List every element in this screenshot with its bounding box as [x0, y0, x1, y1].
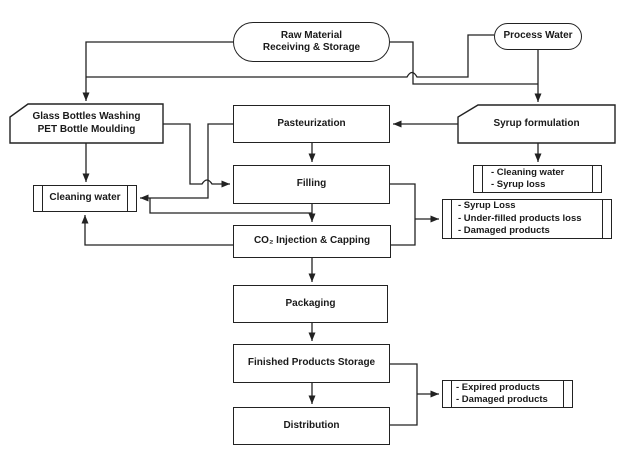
connector-pasteurization-to-cleaning-water: [140, 123, 233, 202]
node-filling-label: Filling: [296, 178, 327, 190]
connector-storage-distribution-right-rail: [390, 363, 418, 426]
node-process-water: Process Water: [494, 23, 582, 50]
node-filling-losses-label: - Syrup Loss - Under-filled products los…: [458, 200, 582, 237]
node-glass-bottles-label: Glass Bottles Washing PET Bottle Mouldin…: [32, 111, 141, 135]
connector-raw-material-to-syrup-junction: [390, 41, 538, 85]
node-pasteurization-label: Pasteurization: [277, 117, 346, 129]
double-bar-right: [592, 166, 593, 192]
node-storage-losses-label: - Expired products - Damaged products: [456, 381, 548, 405]
connector-co2-to-cleaning-water: [81, 215, 233, 246]
double-bar-left: [451, 381, 452, 407]
double-bar-right: [127, 186, 128, 211]
node-distribution-label: Distribution: [283, 419, 340, 431]
node-process-water-label: Process Water: [503, 30, 573, 42]
connector-raw-material-to-glass-bottles: [82, 41, 233, 101]
node-co2-injection-label: CO₂ Injection & Capping: [253, 235, 371, 247]
node-storage-losses: - Expired products - Damaged products: [442, 380, 573, 408]
node-filling-losses: - Syrup Loss - Under-filled products los…: [442, 199, 612, 239]
node-distribution: Distribution: [233, 407, 390, 445]
node-pasteurization: Pasteurization: [233, 105, 390, 143]
syrup-formulation-shape: [457, 104, 616, 144]
connector-glass-bottles-to-filling: [163, 123, 230, 188]
node-cleaning-water-label: Cleaning water: [49, 192, 121, 204]
connector-filling-branch-to-cleaning-water: [149, 198, 312, 214]
double-bar-left: [482, 166, 483, 192]
node-packaging: Packaging: [233, 285, 388, 323]
node-co2-injection: CO₂ Injection & Capping: [233, 225, 391, 258]
double-bar-left: [451, 200, 452, 238]
glass-bottles-shape: [9, 103, 164, 144]
node-cleaning-water: Cleaning water: [33, 185, 137, 212]
double-bar-right: [563, 381, 564, 407]
node-syrup-formulation-label: Syrup formulation: [493, 117, 580, 129]
double-bar-left: [42, 186, 43, 211]
node-raw-material-label: Raw Material Receiving & Storage: [262, 29, 361, 54]
node-glass-bottles: Glass Bottles Washing PET Bottle Mouldin…: [10, 104, 163, 143]
node-pasteurization-losses: - Cleaning water - Syrup loss: [473, 165, 602, 193]
node-finished-storage-label: Finished Products Storage: [247, 357, 376, 369]
node-syrup-formulation: Syrup formulation: [458, 105, 615, 143]
node-pasteurization-losses-label: - Cleaning water - Syrup loss: [491, 166, 565, 190]
node-filling: Filling: [233, 165, 390, 204]
node-raw-material: Raw Material Receiving & Storage: [233, 22, 390, 62]
double-bar-right: [602, 200, 603, 238]
node-finished-storage: Finished Products Storage: [233, 344, 390, 383]
node-packaging-label: Packaging: [285, 297, 336, 309]
connector-filling-co2-right-rail: [390, 183, 416, 246]
